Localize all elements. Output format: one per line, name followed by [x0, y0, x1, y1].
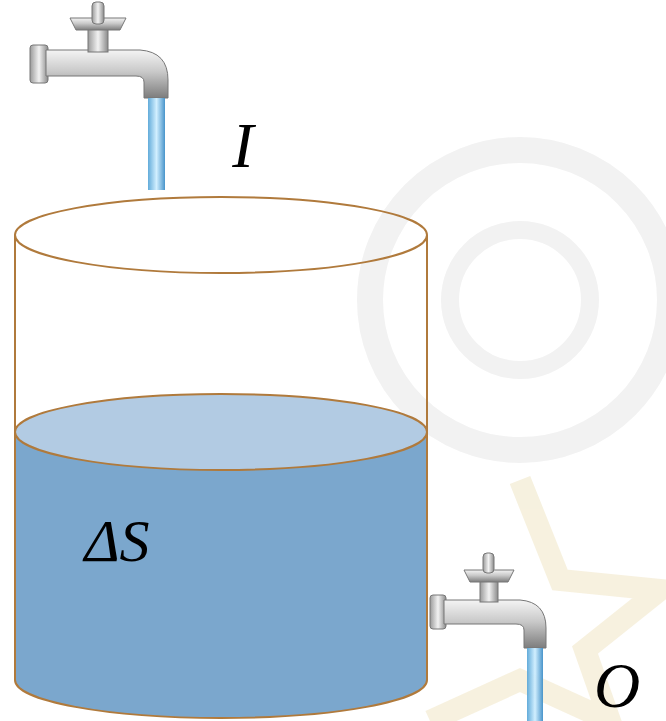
- tank-rim: [15, 197, 427, 273]
- inflow-label: I: [232, 114, 253, 178]
- tank-wall: [426, 235, 428, 432]
- inlet-faucet: [30, 2, 168, 190]
- water-body: [15, 432, 427, 718]
- outflow-label: O: [594, 654, 640, 718]
- tank-outline: [13, 195, 429, 721]
- water-surface: [15, 394, 427, 470]
- tank: ΔS: [13, 195, 429, 721]
- storage-symbol: ΔS: [84, 511, 149, 571]
- outlet-faucet: [430, 553, 546, 721]
- tank-wall: [14, 235, 16, 432]
